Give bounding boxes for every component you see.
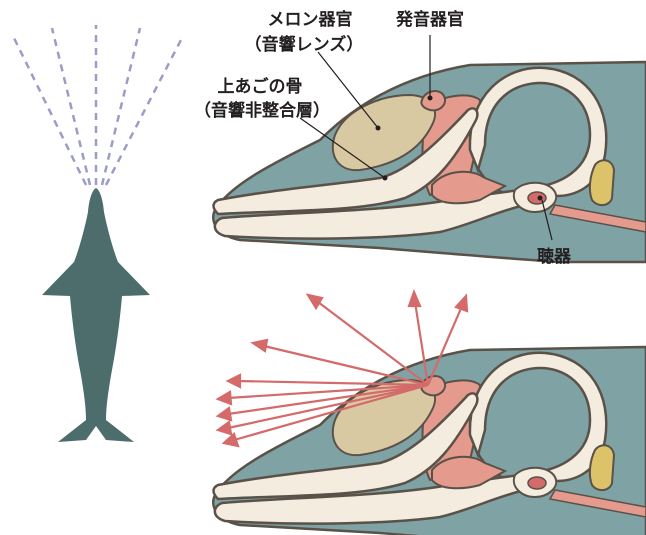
label-jaw: 上あごの骨 <box>218 76 303 97</box>
label-ear: 聴器 <box>537 247 572 267</box>
label-melon: メロン器官 <box>268 9 353 30</box>
head-cross-section-bottom <box>213 347 646 535</box>
echo-lines <box>14 25 182 185</box>
label-phonic: 発音器官 <box>395 9 464 30</box>
dolphin-silhouette <box>42 188 150 442</box>
label-melon-sub: （音響レンズ） <box>245 34 364 55</box>
label-jaw-sub: （音響非整合層） <box>194 100 330 121</box>
